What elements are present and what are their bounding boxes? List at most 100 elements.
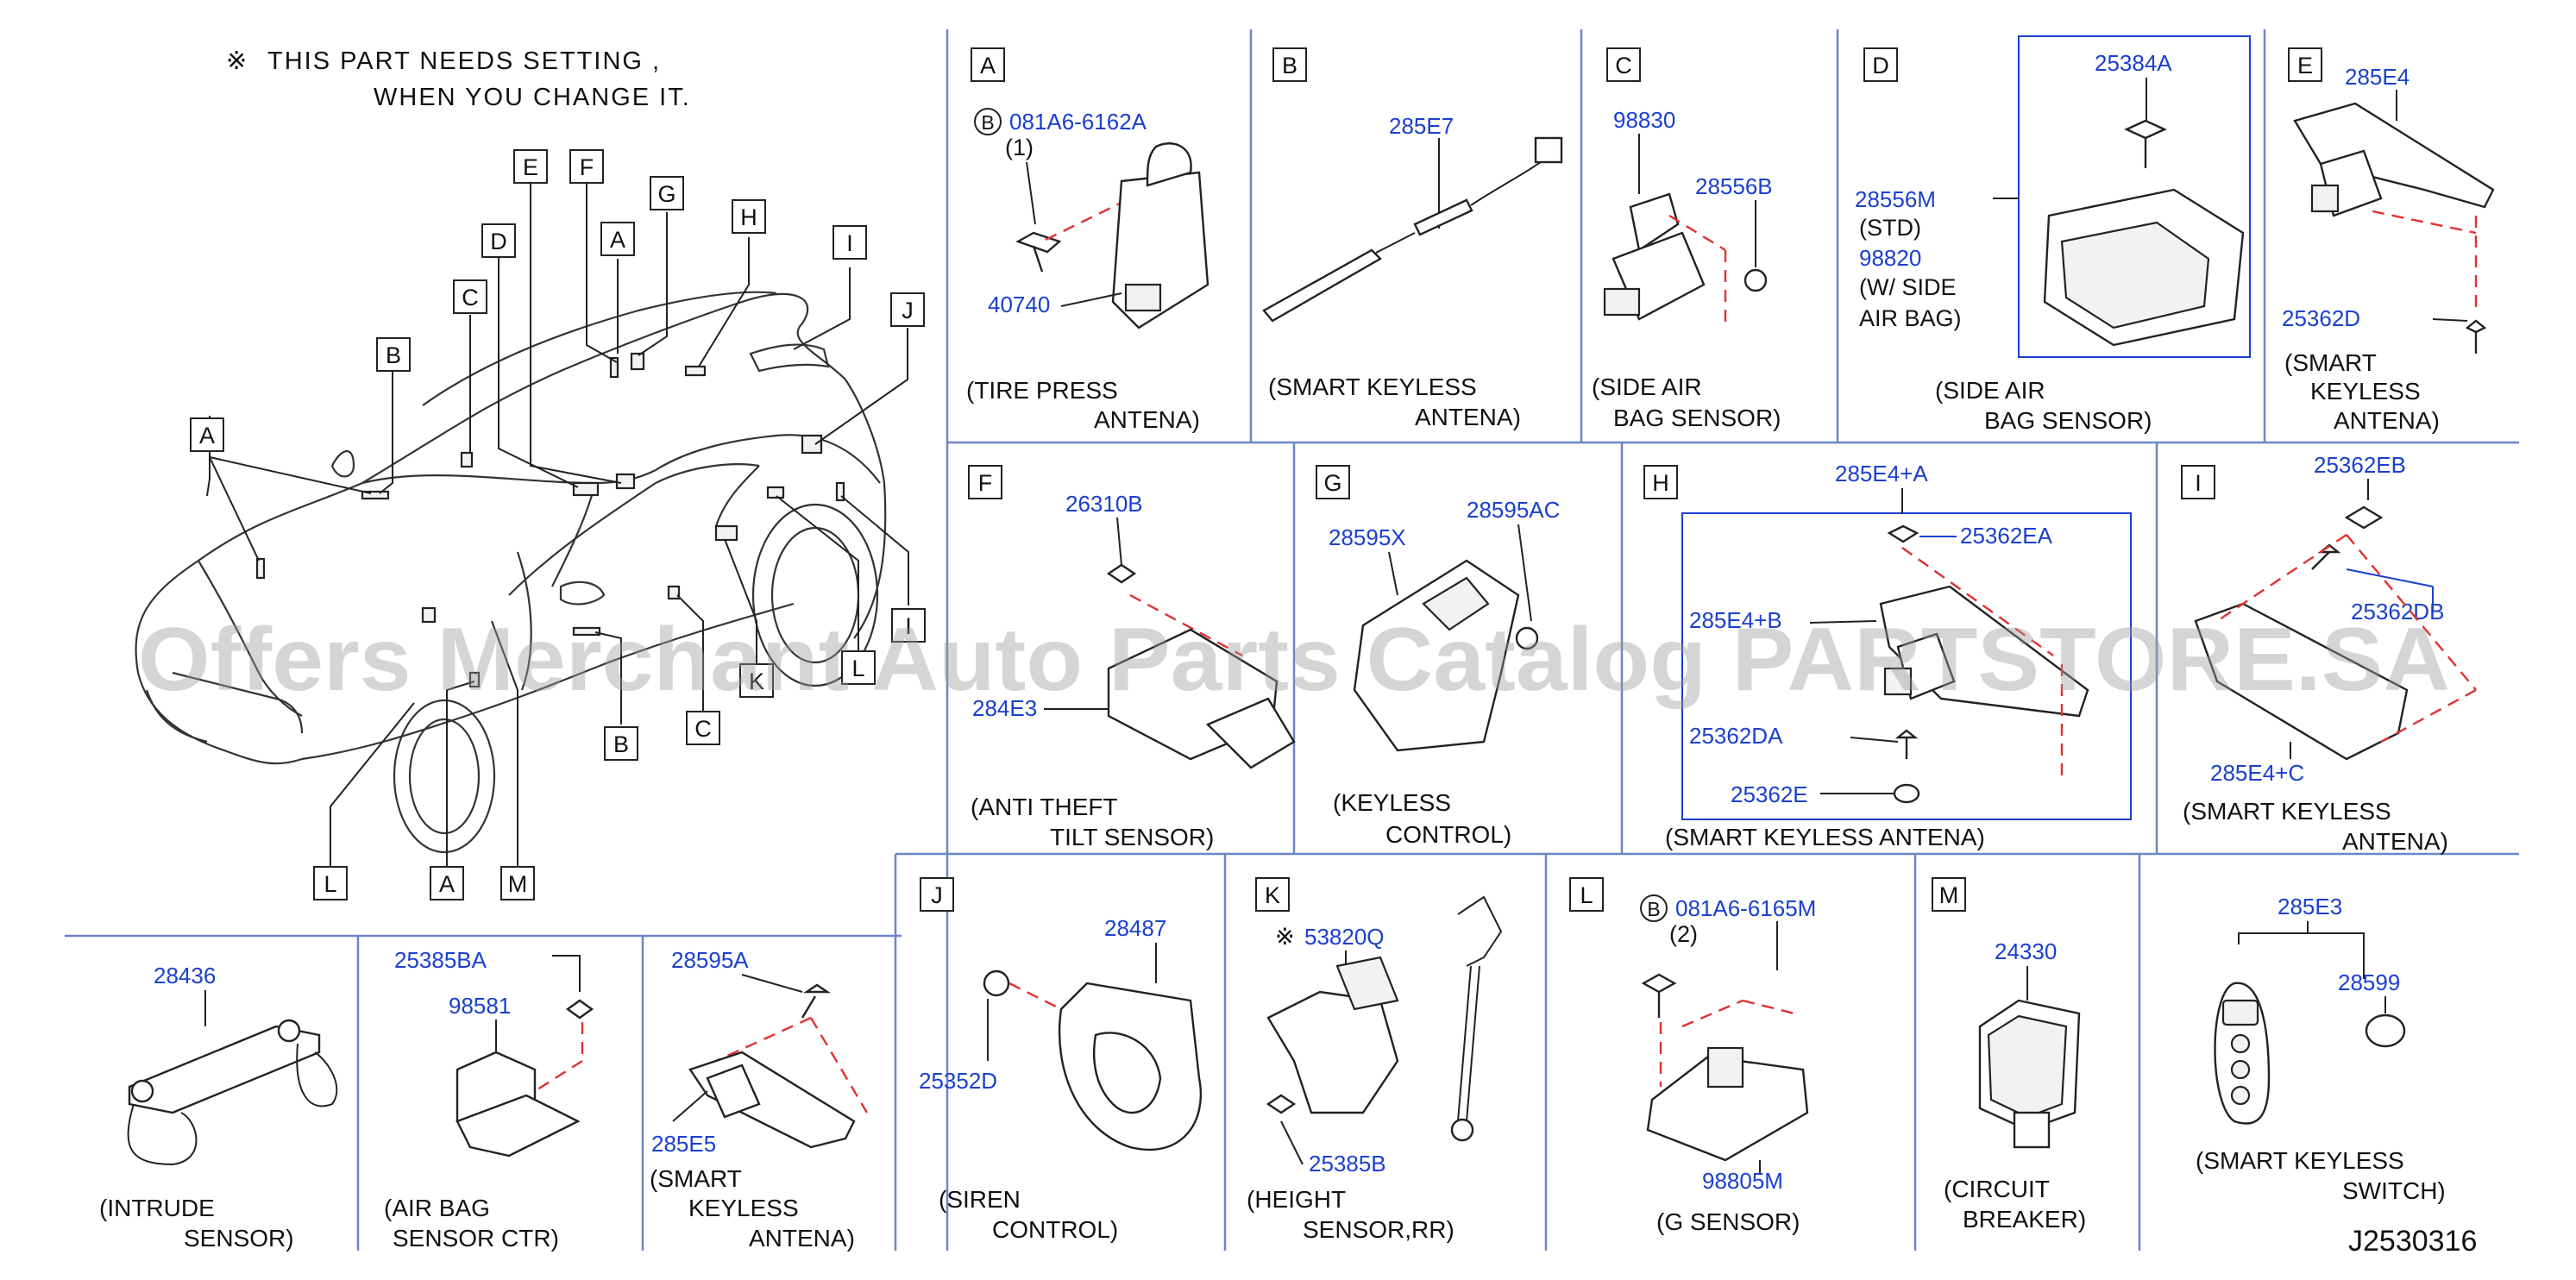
section-air-bag-sensor-ctr: 25385BA 98581 (AIR BAG SENSOR CTR) xyxy=(384,947,594,1252)
part-28595A: 28595A xyxy=(671,947,749,973)
svg-text:BAG SENSOR): BAG SENSOR) xyxy=(1984,407,2152,434)
car-callout-H: H xyxy=(732,199,766,234)
part-40740: 40740 xyxy=(988,292,1050,317)
part-28556M: 28556M xyxy=(1855,186,1936,212)
note-symbol: ※ xyxy=(226,47,248,75)
svg-text:G: G xyxy=(1323,470,1341,496)
svg-text:SWITCH): SWITCH) xyxy=(2342,1177,2446,1204)
car-callout-L2: L xyxy=(313,866,348,900)
part-24330: 24330 xyxy=(1995,938,2057,964)
section-F: F 26310B 284E3 (ANTI THEFT TILT SENSOR) xyxy=(968,465,1296,850)
part-28556B: 28556B xyxy=(1695,173,1773,199)
section-I: I 25362EB 25362DB 285E4+C (SMART KEYLESS… xyxy=(2181,452,2477,855)
svg-text:C: C xyxy=(694,716,712,742)
svg-text:ANTENA): ANTENA) xyxy=(749,1225,855,1252)
svg-text:H: H xyxy=(1652,470,1669,496)
svg-text:(SMART KEYLESS: (SMART KEYLESS xyxy=(1268,373,1477,400)
svg-text:M: M xyxy=(1939,882,1959,908)
section-smart-keyless-antena-s3: 28595A 285E5 (SMART KEYLESS ANTENA) xyxy=(650,947,869,1252)
svg-text:K: K xyxy=(749,668,764,694)
part-25385B: 25385B xyxy=(1309,1151,1386,1176)
svg-text:L: L xyxy=(851,656,864,681)
part-081A6-6165M: 081A6-6165M xyxy=(1675,895,1816,921)
car-callout-J: J xyxy=(890,292,925,327)
svg-text:M: M xyxy=(508,871,528,897)
svg-text:(STD): (STD) xyxy=(1859,215,1921,241)
note-line-1: THIS PART NEEDS SETTING , xyxy=(267,47,661,75)
svg-text:I: I xyxy=(846,230,853,256)
svg-text:KEYLESS: KEYLESS xyxy=(688,1195,799,1221)
part-25362EB: 25362EB xyxy=(2314,452,2406,478)
section-D: D 25384A 28556M (STD) 98820 (W/ SIDE AIR… xyxy=(1855,35,2251,434)
svg-text:A: A xyxy=(439,871,455,897)
part-25385BA: 25385BA xyxy=(394,947,487,973)
part-28487: 28487 xyxy=(1104,915,1166,941)
section-G: G 28595X 28595AC (KEYLESS CONTROL) xyxy=(1316,465,1560,848)
part-25362DA: 25362DA xyxy=(1689,723,1783,749)
part-53820Q: 53820Q xyxy=(1304,924,1385,950)
section-C: C 98830 28556B (SIDE AIR BAG SENSOR) xyxy=(1592,47,1781,431)
svg-text:ANTENA): ANTENA) xyxy=(2334,407,2440,434)
svg-text:L: L xyxy=(324,871,336,897)
svg-text:E: E xyxy=(2297,53,2313,78)
section-J: J 28487 25352D (SIREN CONTROL) xyxy=(919,877,1203,1243)
svg-text:G: G xyxy=(657,181,675,207)
svg-text:CONTROL): CONTROL) xyxy=(1385,821,1511,848)
part-284E3: 284E3 xyxy=(972,695,1037,721)
section-K: K ※ 53820Q 25385B (HEIGHT SENSOR,RR) xyxy=(1247,877,1503,1243)
svg-text:F: F xyxy=(580,154,594,180)
car-callout-G: G xyxy=(650,176,684,210)
section-smart-keyless-switch: 285E3 28599 (SMART KEYLESS SWITCH) xyxy=(2196,894,2446,1204)
part-285E5: 285E5 xyxy=(651,1131,716,1157)
part-25362E: 25362E xyxy=(1731,781,1808,807)
car-callout-A2: A xyxy=(600,222,635,256)
part-25352D: 25352D xyxy=(919,1068,997,1094)
part-285E7: 285E7 xyxy=(1389,113,1454,139)
car-callout-B2: B xyxy=(604,726,638,761)
svg-text:ANTENA): ANTENA) xyxy=(2342,828,2448,855)
svg-text:(SIDE AIR: (SIDE AIR xyxy=(1592,373,1702,400)
section-L: L B 081A6-6165M (2) 98805M (G SENSOR) xyxy=(1569,877,1816,1235)
svg-text:(TIRE PRESS: (TIRE PRESS xyxy=(966,377,1118,404)
svg-text:A: A xyxy=(199,423,215,449)
part-28595AC: 28595AC xyxy=(1467,497,1560,523)
part-285E4+C: 285E4+C xyxy=(2210,760,2304,786)
car-callout-C2: C xyxy=(686,711,720,745)
part-28436: 28436 xyxy=(154,963,216,988)
part-25384A: 25384A xyxy=(2095,50,2172,76)
part-28595X: 28595X xyxy=(1329,524,1406,550)
part-98830: 98830 xyxy=(1613,107,1675,133)
part-98820: 98820 xyxy=(1859,245,1921,271)
svg-text:SENSOR,RR): SENSOR,RR) xyxy=(1303,1216,1454,1243)
svg-text:I: I xyxy=(2195,470,2202,496)
svg-text:CONTROL): CONTROL) xyxy=(992,1216,1118,1243)
section-A: A B 081A6-6162A (1) 40740 (TIRE PRESS AN… xyxy=(966,47,1209,433)
section-M: M 24330 (CIRCUIT BREAKER) xyxy=(1932,877,2086,1233)
svg-text:(SMART: (SMART xyxy=(2284,349,2377,376)
part-98581: 98581 xyxy=(449,993,511,1019)
svg-text:(SMART KEYLESS: (SMART KEYLESS xyxy=(2183,798,2391,825)
note-line-2: WHEN YOU CHANGE IT. xyxy=(374,84,691,111)
svg-text:J: J xyxy=(902,298,914,323)
svg-text:J: J xyxy=(931,882,943,908)
svg-text:※: ※ xyxy=(1275,924,1295,950)
svg-text:(SMART KEYLESS ANTENA): (SMART KEYLESS ANTENA) xyxy=(1665,824,1985,850)
svg-text:H: H xyxy=(740,204,757,230)
section-E: E 285E4 25362D (SMART KEYLESS ANTENA) xyxy=(2282,47,2495,434)
svg-text:(KEYLESS: (KEYLESS xyxy=(1333,789,1451,816)
svg-text:ANTENA): ANTENA) xyxy=(1094,406,1200,433)
svg-text:(SIDE AIR: (SIDE AIR xyxy=(1935,377,2045,404)
svg-text:(HEIGHT: (HEIGHT xyxy=(1247,1186,1346,1213)
car-callout-D: D xyxy=(481,223,516,258)
car-callout-I2: I xyxy=(891,608,926,643)
panel-grid xyxy=(65,29,2519,1251)
svg-text:(CIRCUIT: (CIRCUIT xyxy=(1944,1176,2050,1202)
svg-text:TILT SENSOR): TILT SENSOR) xyxy=(1050,824,1214,850)
car-callout-I: I xyxy=(832,225,867,260)
svg-text:F: F xyxy=(978,470,993,496)
part-285E4+A: 285E4+A xyxy=(1835,461,1928,486)
part-285E3: 285E3 xyxy=(2278,894,2342,919)
car-callout-A: A xyxy=(190,417,224,452)
car-overview: A B C D E F G A H I J I L K C B L A M xyxy=(135,149,926,900)
